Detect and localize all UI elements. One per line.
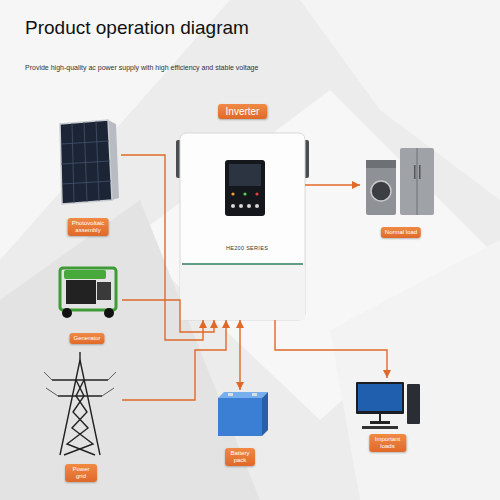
battery-terminal: [252, 393, 257, 396]
battery-side: [262, 392, 268, 436]
component-node: Generator: [52, 262, 122, 344]
monitor-frame: [356, 382, 404, 414]
battery-icon: [218, 392, 268, 436]
inverter-stripe: [182, 263, 303, 265]
inverter-screen-frame: [225, 160, 265, 216]
component-node: Battery pack: [210, 390, 270, 466]
panel-grid: [84, 122, 87, 202]
pylon-wire: [108, 372, 116, 380]
washer-panel: [366, 160, 396, 168]
pylon-arm: [52, 379, 108, 380]
inverter-button: [239, 204, 243, 208]
monitor-screen: [358, 384, 402, 411]
inverter-lower-panel: [180, 265, 305, 320]
pylon-lattice: [64, 380, 93, 455]
generator-engine: [66, 280, 96, 304]
power-connector: [122, 320, 226, 400]
inverter-led: [255, 192, 258, 195]
component-tag: Normal load: [381, 227, 421, 238]
pylon-arm: [58, 395, 102, 396]
battery-front: [218, 398, 262, 436]
inverter-illustration: [176, 133, 309, 320]
panel-grid: [61, 161, 110, 164]
power-connector: [305, 184, 360, 185]
panel-grid: [96, 121, 99, 201]
component-tag: Power grid: [65, 464, 97, 482]
inverter-display: [229, 164, 261, 186]
battery-top: [218, 392, 268, 398]
diagram-title: Product operation diagram: [25, 17, 249, 39]
generator-panel: [97, 282, 111, 300]
fridge-body: [400, 148, 434, 215]
generator-icon: [60, 268, 116, 318]
pylon-icon: [44, 352, 116, 455]
inverter-node: InverterHE200 SERIES: [180, 133, 305, 320]
power-connector: [239, 320, 240, 390]
component-tag: Photovoltaic assembly: [68, 218, 109, 236]
component-tag: Important loads: [369, 434, 407, 452]
battery-terminal: [228, 393, 233, 396]
pylon-wire: [102, 388, 114, 396]
pylon-top: [79, 352, 80, 362]
appliance-icon: [366, 148, 434, 215]
pv-panel-icon: [60, 120, 119, 204]
pylon-legs: [60, 360, 100, 455]
pylon-wire: [44, 372, 52, 380]
fridge-split: [417, 148, 418, 215]
keyboard: [362, 426, 398, 429]
generator-tank: [64, 270, 106, 279]
fridge-handle: [419, 165, 421, 179]
component-node: Photovoltaic assembly: [55, 118, 121, 236]
component-node: Important loads: [350, 378, 425, 452]
model-label: HE200 SERIES: [226, 245, 268, 251]
bg-facet: [330, 240, 500, 500]
fridge-handle: [414, 165, 416, 179]
generator-wheel: [104, 308, 114, 318]
device-name-tag: Inverter: [218, 104, 268, 119]
inverter-body: [180, 133, 305, 320]
computer-icon: [356, 382, 420, 429]
component-node: Power grid: [40, 352, 122, 482]
inverter-button: [231, 204, 235, 208]
generator-wheel: [62, 308, 72, 318]
panel-grid: [62, 181, 111, 184]
component-node: Normal load: [360, 145, 442, 238]
inverter-button: [247, 204, 251, 208]
inverter-button: [255, 204, 259, 208]
inverter-led: [243, 192, 246, 195]
subtitle-text: Provide high-quality ac power supply wit…: [25, 64, 258, 71]
power-connector: [121, 155, 203, 340]
pylon-wire: [46, 388, 58, 396]
monitor-stand: [379, 414, 381, 421]
monitor-base: [370, 421, 390, 424]
component-tag: Battery pack: [225, 448, 255, 466]
washer-door: [371, 181, 391, 201]
power-connector: [122, 300, 214, 332]
pc-tower: [407, 384, 420, 424]
power-connector: [275, 320, 387, 378]
panel-face: [60, 120, 112, 204]
washer-body: [366, 160, 396, 215]
panel-grid: [61, 141, 109, 144]
inverter-led: [231, 192, 234, 195]
generator-frame: [60, 268, 116, 310]
component-tag: Generator: [69, 333, 104, 344]
